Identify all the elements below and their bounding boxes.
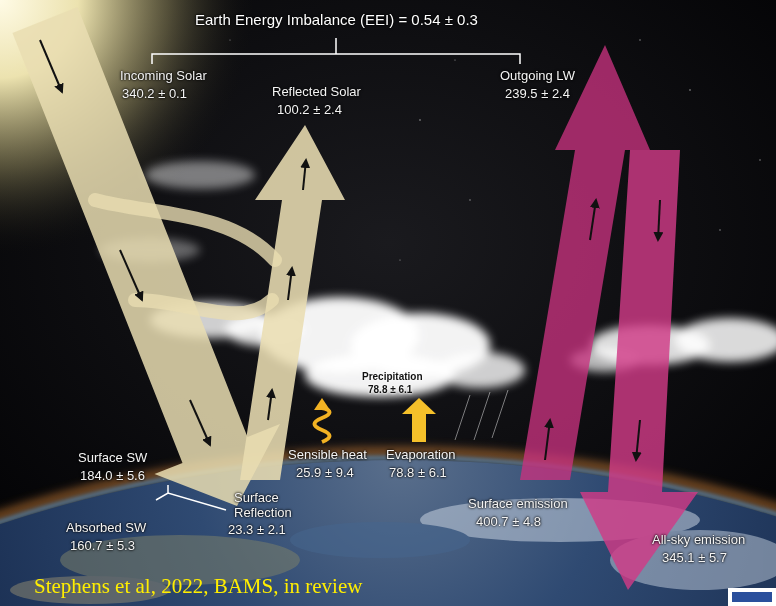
flux-value: 400.7 ± 4.8 [476,514,541,530]
flux-value: 340.2 ± 0.1 [122,86,187,102]
evaporation-arrow [402,398,436,442]
flux-name: Absorbed SW [66,520,146,536]
flux-value: 239.5 ± 2.4 [505,86,570,102]
flux-value: 160.7 ± 5.3 [70,538,135,554]
all-sky-emission-arrow [580,150,698,590]
flux-name: Incoming Solar [120,68,207,84]
flux-name: Surface Reflection [234,490,306,520]
logo-patch [728,588,776,606]
flux-value: 184.0 ± 5.6 [80,468,145,484]
flux-value: 25.9 ± 9.4 [296,465,354,481]
absorbed-sw-bracket [156,485,226,510]
citation-caption: Stephens et al, 2022, BAMS, in review [34,574,362,598]
flow-arrows [40,40,660,460]
flux-value: 23.3 ± 2.1 [228,522,286,538]
sensible-heat-arrowhead [314,398,330,410]
flux-value: 78.8 ± 6.1 [368,384,412,396]
sensible-heat-arrow [315,408,330,442]
flux-name: Outgoing LW [500,68,575,84]
reflected-solar-arrow [240,125,345,480]
cloud-reflection-branches [95,200,275,313]
flux-name: Surface SW [78,450,147,466]
incoming-solar-arrow [13,7,281,506]
flux-name: Evaporation [386,447,455,463]
flux-name: Surface emission [468,496,568,512]
flux-value: 345.1 ± 5.7 [662,550,727,566]
flux-name: Sensible heat [288,447,367,463]
flux-value: 100.2 ± 2.4 [277,102,342,118]
rain-streaks [455,390,508,440]
diagram-title: Earth Energy Imbalance (EEI) = 0.54 ± 0.… [195,12,478,28]
eei-bracket [152,38,520,64]
flux-value: 78.8 ± 6.1 [389,465,447,481]
logo-mark [732,592,772,602]
flux-name: Precipitation [362,371,423,383]
flux-name: Reflected Solar [272,84,361,100]
flux-name: All-sky emission [652,532,745,548]
